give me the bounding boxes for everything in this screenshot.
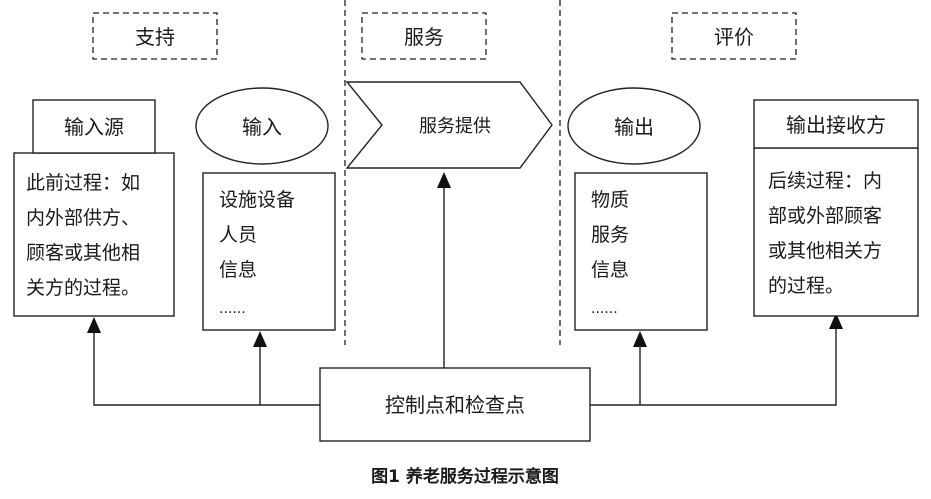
output-line-3: 信息 [591, 259, 629, 281]
section-support-label: 支持 [135, 25, 175, 49]
input-title: 输入 [242, 115, 282, 139]
section-evaluation-label: 评价 [714, 25, 754, 49]
output-node: 输出 物质 服务 信息 ...... [567, 87, 708, 331]
output-receiver-line-1: 后续过程：内 [768, 170, 882, 192]
service-provision-title: 服务提供 [419, 116, 491, 137]
input-source-node: 输入源 此前过程：如 内外部供方、 顾客或其他相 关方的过程。 [13, 99, 175, 317]
output-receiver-node: 输出接收方 后续过程：内 部或外部顾客 或其他相关方 的过程。 [753, 99, 919, 317]
figure-caption: 图1 养老服务过程示意图 [371, 466, 559, 487]
input-line-1: 设施设备 [219, 189, 295, 211]
arrow-to-input [253, 331, 267, 347]
output-line-2: 服务 [591, 224, 629, 246]
connectors [93, 186, 837, 406]
section-service-label: 服务 [404, 25, 444, 49]
input-line-2: 人员 [219, 224, 257, 246]
section-evaluation: 评价 [671, 12, 797, 60]
output-receiver-line-2: 部或外部顾客 [768, 205, 882, 227]
input-line-3: 信息 [219, 259, 257, 281]
input-source-line-2: 内外部供方、 [26, 207, 140, 229]
service-provision-node: 服务提供 [345, 81, 553, 169]
input-source-line-1: 此前过程：如 [26, 172, 140, 194]
input-node: 输入 设施设备 人员 信息 ...... [195, 87, 336, 331]
output-title: 输出 [614, 115, 654, 139]
output-line-4: ...... [591, 301, 618, 317]
output-receiver-title: 输出接收方 [786, 113, 886, 137]
arrow-to-input-source [87, 317, 101, 333]
section-service: 服务 [361, 12, 487, 60]
output-receiver-line-3: 或其他相关方 [768, 240, 882, 262]
output-line-1: 物质 [591, 189, 629, 211]
arrow-to-output [633, 331, 647, 347]
control-points-title: 控制点和检查点 [385, 393, 525, 417]
arrow-to-output-receiver [829, 313, 843, 329]
input-source-line-4: 关方的过程。 [26, 277, 140, 299]
output-receiver-line-4: 的过程。 [768, 275, 844, 297]
input-source-title: 输入源 [64, 115, 124, 139]
input-line-4: ...... [219, 301, 246, 317]
arrow-to-service-provision [437, 172, 451, 188]
section-support: 支持 [92, 12, 218, 60]
input-source-line-3: 顾客或其他相 [26, 242, 140, 264]
control-points-node: 控制点和检查点 [319, 367, 591, 442]
